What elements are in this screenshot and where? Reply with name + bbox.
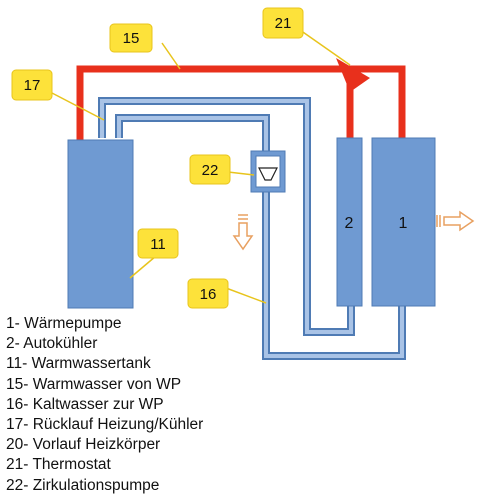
legend-text: Thermostat [32, 456, 111, 474]
legend-item: 16- Kaltwasser zur WP [6, 395, 203, 415]
legend-number: 20- [6, 436, 29, 454]
callout-16-text: 16 [200, 286, 217, 303]
legend-number: 1- [6, 315, 20, 332]
flow-arrow-right-icon [436, 210, 475, 232]
valve-triangle-icon [336, 58, 370, 92]
unit-2-autokuehler [336, 137, 363, 307]
callout-22: 22 [189, 154, 231, 185]
callout-15-text: 15 [123, 30, 140, 47]
unit-1-label: 1 [399, 215, 408, 232]
legend-number: 17- [6, 416, 29, 434]
callout-21: 21 [262, 7, 304, 39]
legend-number: 15- [6, 375, 29, 393]
legend-number: 2- [6, 335, 20, 353]
legend-text: Rücklauf Heizung/Kühler [32, 416, 204, 434]
legend-number: 21- [6, 456, 29, 474]
callout-16: 16 [187, 278, 229, 309]
callout-21-text: 21 [275, 15, 292, 32]
legend-text: Warmwasser von WP [32, 375, 182, 393]
legend-list: 1- Wärmepumpe 2- Autokühler 11- Warmwass… [6, 314, 203, 496]
callout-22-text: 22 [202, 162, 219, 179]
unit-2-label: 2 [345, 215, 354, 232]
callout-leaders [51, 29, 351, 304]
legend-item: 11- Warmwassertank [6, 354, 203, 374]
legend-item: 20- Vorlauf Heizkörper [6, 435, 203, 455]
legend-number: 16- [6, 395, 29, 413]
legend-item: 15- Warmwasser von WP [6, 375, 203, 395]
legend-item: 22- Zirkulationspumpe [6, 476, 203, 496]
tank-11 [67, 139, 134, 309]
pipe-17-return [98, 97, 355, 336]
legend-text: Zirkulationspumpe [32, 476, 160, 494]
callout-11-text: 11 [150, 236, 166, 253]
unit-1-waermepumpe [371, 137, 436, 307]
legend-text: Kaltwasser zur WP [32, 395, 164, 413]
legend-text: Warmwassertank [31, 355, 151, 373]
legend-text: Vorlauf Heizkörper [32, 436, 161, 454]
legend-text: Autokühler [23, 335, 98, 353]
pump-icon [250, 150, 286, 193]
legend-item: 2- Autokühler [6, 334, 203, 354]
legend-text: Wärmepumpe [24, 315, 122, 332]
legend-item: 17- Rücklauf Heizung/Kühler [6, 415, 203, 435]
callout-11: 11 [137, 228, 179, 259]
legend-item: 21- Thermostat [6, 455, 203, 475]
callout-17-text: 17 [24, 77, 41, 94]
flow-arrow-down-icon [232, 214, 254, 251]
legend-item: 1- Wärmepumpe [6, 314, 203, 334]
legend-number: 11- [6, 355, 28, 373]
callout-17: 17 [11, 69, 53, 101]
pipe-16-cold [115, 114, 406, 360]
callout-15: 15 [109, 23, 153, 53]
legend-number: 22- [6, 476, 29, 494]
